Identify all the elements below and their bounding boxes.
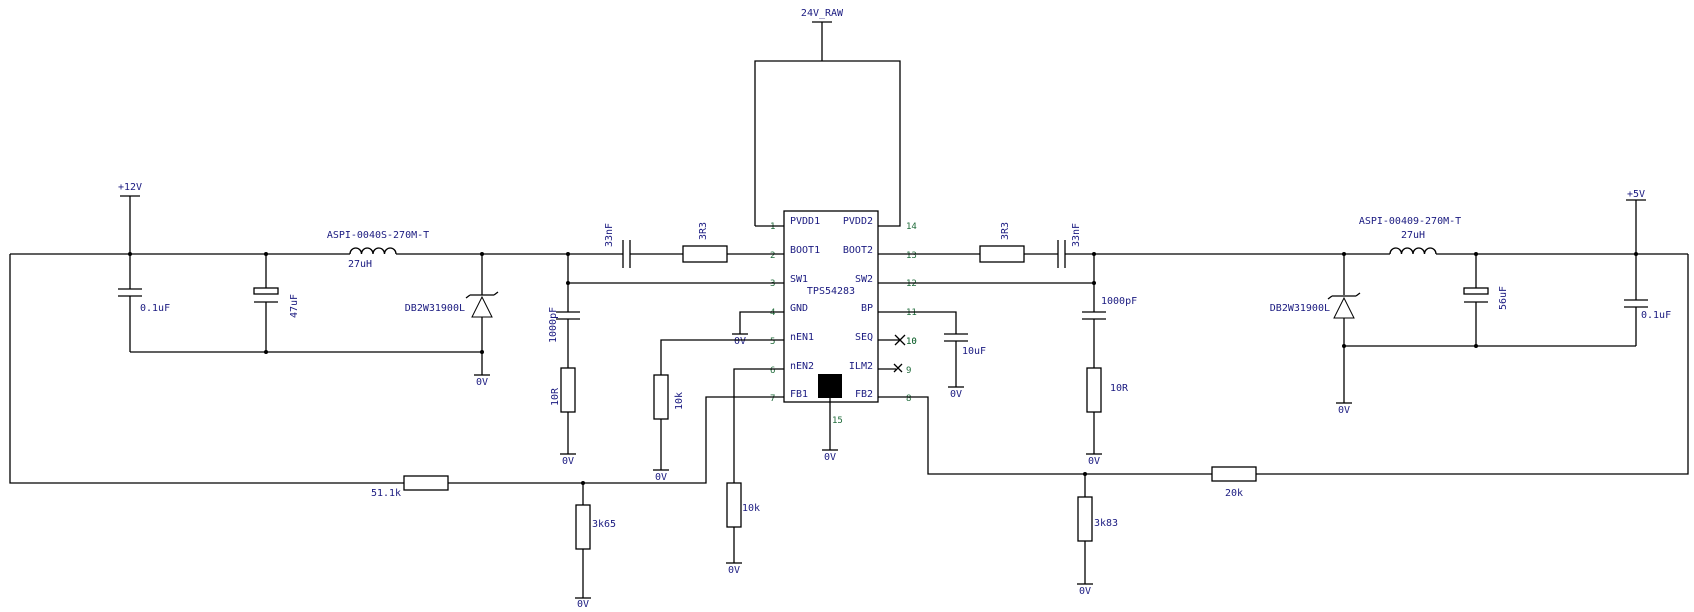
- pin-name-1: PVDD1: [790, 216, 820, 227]
- net-label-5v: +5V: [1627, 189, 1645, 200]
- gnd-label: 0V: [728, 565, 740, 576]
- ic-thermal-pad: [818, 374, 842, 398]
- pin-name-6: nEN2: [790, 361, 814, 372]
- pin-number-10-nc: 10: [906, 337, 917, 347]
- gnd-label: 0V: [577, 599, 589, 610]
- resistor-boot1-value: 3R3: [698, 222, 709, 240]
- resistor-en2: [726, 482, 742, 528]
- resistor-fb2-bottom: [1077, 496, 1093, 542]
- gnd-label: 0V: [1088, 456, 1100, 467]
- pin-number-5: 5: [770, 337, 775, 347]
- pin-number-1: 1: [770, 222, 775, 232]
- pin-number-13: 13: [906, 251, 917, 261]
- cap-snub1-value: 1000pF: [548, 307, 559, 343]
- pin-name-7: FB1: [790, 389, 808, 400]
- resistor-boot2: [979, 245, 1025, 263]
- cap-electrolytic-out2: [1463, 287, 1489, 295]
- pin-number-3: 3: [770, 279, 775, 289]
- resistor-fb2-bottom-value: 3k83: [1094, 518, 1118, 529]
- inductor-l1: [349, 247, 397, 255]
- ic-tps54283: TPS54283 15 PVDD1 BOOT1 SW1 GND nEN1 nEN…: [770, 210, 917, 450]
- pin-name-9: ILM2: [849, 361, 873, 372]
- pin-number-6: 6: [770, 366, 775, 376]
- cap-out1-small-value: 0.1uF: [140, 303, 170, 314]
- pin-number-15: 15: [832, 416, 843, 426]
- cap-out1-bulk-value: 47uF: [289, 294, 300, 318]
- gnd-label: 0V: [655, 472, 667, 483]
- pin-name-10: SEQ: [855, 332, 873, 343]
- diode-d1: [471, 295, 493, 318]
- pin-number-11: 11: [906, 308, 917, 318]
- gnd-label: 0V: [476, 377, 488, 388]
- pin-number-7: 7: [770, 394, 775, 404]
- resistor-snub1-value: 10R: [550, 387, 561, 406]
- pin-name-13: BOOT2: [843, 245, 873, 256]
- resistor-fb2-top: [1211, 466, 1257, 482]
- pin-number-2: 2: [770, 251, 775, 261]
- resistor-fb1-top: [403, 475, 449, 491]
- inductor-l2-part: ASPI-00409-270M-T: [1359, 216, 1461, 227]
- pin-number-10: 10: [906, 337, 917, 347]
- inductor-l2-value: 27uH: [1401, 230, 1425, 241]
- diode-d2-part: DB2W31900L: [1270, 303, 1330, 314]
- diode-d2: [1333, 296, 1355, 319]
- gnd-label: 0V: [1079, 586, 1091, 597]
- resistor-boot1: [682, 245, 728, 263]
- resistor-fb1-top-value: 51.1k: [371, 488, 401, 499]
- pin-name-12: SW2: [855, 274, 873, 285]
- cap-bp-value: 10uF: [962, 346, 986, 357]
- gnd-label: 0V: [562, 456, 574, 467]
- pin-number-12: 12: [906, 279, 917, 289]
- gnd-label: 0V: [734, 336, 746, 347]
- converter-5v: 3R3 33nF 1000pF 10R 0V 10uF 0V 10: [878, 189, 1689, 597]
- pin-number-4: 4: [770, 308, 775, 318]
- net-24v-raw: 24V_RAW: [754, 8, 901, 227]
- inductor-l1-part: ASPI-0040S-270M-T: [327, 230, 429, 241]
- resistor-snub2-value: 10R: [1110, 383, 1129, 394]
- ic-name: TPS54283: [807, 286, 855, 297]
- resistor-en2-value: 10k: [742, 503, 760, 514]
- resistor-fb1-bottom: [575, 504, 591, 550]
- inductor-l2: [1389, 247, 1437, 255]
- resistor-fb1-bottom-value: 3k65: [592, 519, 616, 530]
- resistor-snub2: [1086, 367, 1102, 413]
- gnd-label: 0V: [950, 389, 962, 400]
- pin-name-5: nEN1: [790, 332, 814, 343]
- pin-name-14: PVDD2: [843, 216, 873, 227]
- pin-number-8: 8: [906, 394, 911, 404]
- pin-name-11: BP: [861, 303, 873, 314]
- resistor-en1: [653, 374, 669, 420]
- pin-name-4: GND: [790, 303, 808, 314]
- resistor-en1-value: 10k: [674, 392, 685, 410]
- cap-snub2-value: 1000pF: [1101, 296, 1137, 307]
- cap-boot2-value: 33nF: [1071, 223, 1082, 247]
- cap-out2-bulk-value: 56uF: [1498, 286, 1509, 310]
- pin-number-14: 14: [906, 222, 917, 232]
- resistor-snub1: [560, 367, 576, 413]
- pin-name-2: BOOT1: [790, 245, 820, 256]
- converter-12v: +12V 0.1uF 47uF ASPI-0040S-270M-T 27uH D…: [9, 182, 838, 610]
- net-label-24v-raw: 24V_RAW: [801, 8, 844, 19]
- resistor-boot2-value: 3R3: [1000, 222, 1011, 240]
- cap-boot1-value: 33nF: [604, 223, 615, 247]
- inductor-l1-value: 27uH: [348, 259, 372, 270]
- gnd-label: 0V: [1338, 405, 1350, 416]
- gnd-label: 0V: [824, 452, 836, 463]
- no-connect-marker: [894, 334, 906, 346]
- cap-electrolytic-out1: [253, 287, 279, 295]
- pin-number-9: 9: [906, 366, 911, 376]
- pin-name-8: FB2: [855, 389, 873, 400]
- no-connect-marker: [893, 363, 903, 373]
- cap-out2-small-value: 0.1uF: [1641, 310, 1671, 321]
- ic-body: [783, 210, 879, 403]
- diode-d1-part: DB2W31900L: [405, 303, 465, 314]
- pin-name-3: SW1: [790, 274, 808, 285]
- resistor-fb2-top-value: 20k: [1225, 488, 1243, 499]
- net-label-12v: +12V: [118, 182, 142, 193]
